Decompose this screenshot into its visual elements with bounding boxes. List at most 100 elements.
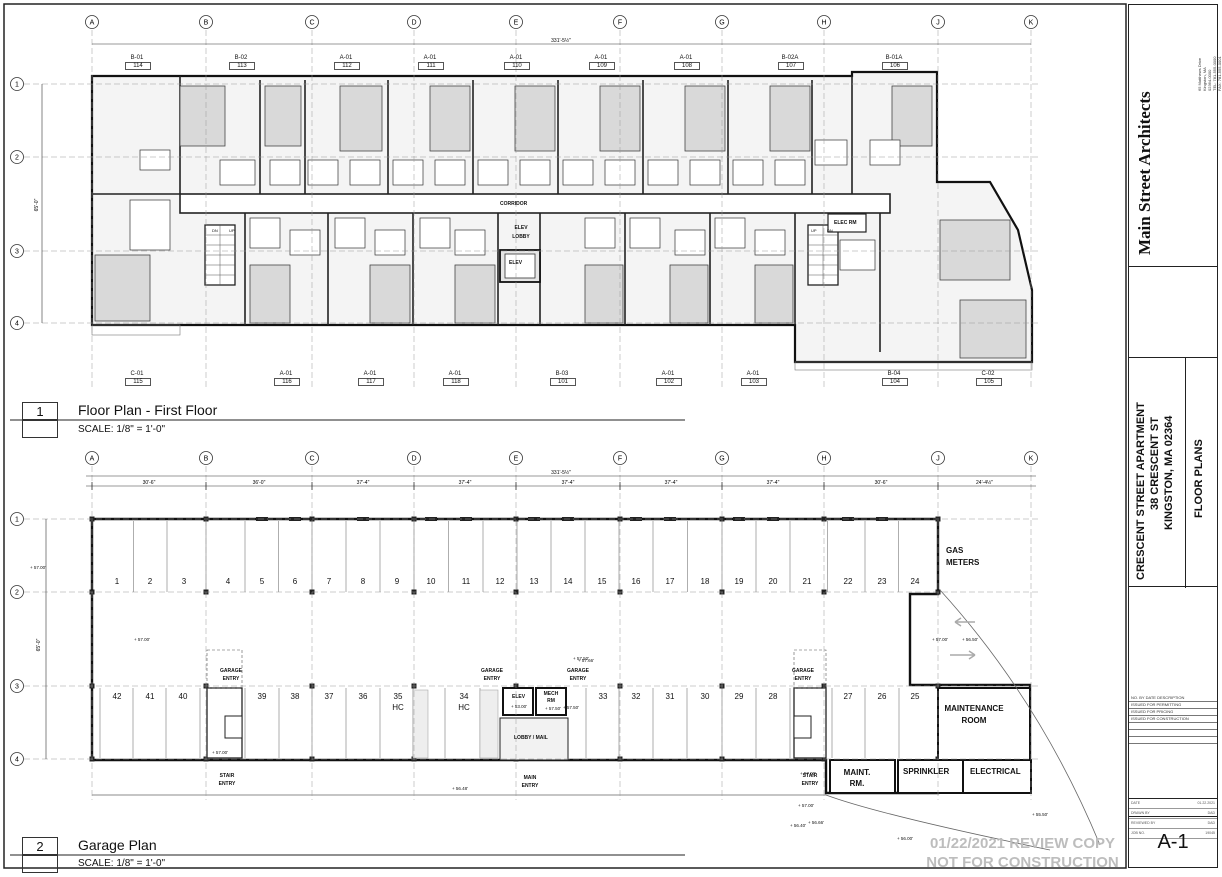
electrical-label: ELECTRICAL bbox=[970, 767, 1021, 776]
gp-grid-label-J: J bbox=[936, 456, 940, 463]
gp-grid-bubble-K bbox=[1024, 451, 1038, 465]
revision-header: NO. BY DATE DESCRIPTION bbox=[1129, 695, 1217, 702]
unit-type-top-6: A-01 bbox=[679, 55, 693, 61]
fp-overall-dim-text: 331'-5½" bbox=[551, 37, 571, 44]
info-row-3: JOB NO.19045 bbox=[1129, 829, 1217, 839]
stall-top-13: 13 bbox=[529, 577, 539, 586]
maintenance-room bbox=[937, 687, 1031, 761]
fp-stair-east bbox=[807, 224, 839, 286]
stall-bottom-31: 31 bbox=[665, 692, 675, 701]
stall-top-16: 16 bbox=[631, 577, 641, 586]
gp-grid-label-G: G bbox=[719, 456, 724, 463]
spot-elevation-1: + 57.00' bbox=[134, 637, 150, 642]
gp-grid-bubble-C bbox=[305, 451, 319, 465]
stall-bottom-29: 29 bbox=[734, 692, 744, 701]
unit-type-top-3: A-01 bbox=[423, 55, 437, 61]
garage-entry-west-label: GARAGE ENTRY bbox=[220, 668, 242, 682]
fp-row-bubble-1 bbox=[10, 77, 24, 91]
stall-top-1: 1 bbox=[114, 577, 120, 586]
fp-grid-bubble-G bbox=[715, 15, 729, 29]
garage-elev bbox=[502, 687, 534, 716]
garage-entry-east-dash bbox=[793, 649, 827, 689]
fp-row-label-2: 2 bbox=[15, 155, 19, 162]
stall-bottom-28: 28 bbox=[768, 692, 778, 701]
main-entry-label: MAIN ENTRY bbox=[521, 775, 539, 789]
unit-number-bottom-7: 104 bbox=[882, 378, 908, 386]
unit-type-top-1: B-02 bbox=[234, 55, 248, 61]
maint-rm-label: MAINT. RM. bbox=[843, 768, 871, 788]
spot-elevation-11: + 57.00' bbox=[800, 771, 816, 776]
fp-grid-label-B: B bbox=[204, 20, 209, 27]
stall-bottom-32: 32 bbox=[631, 692, 641, 701]
spot-elevation-10: + 56.48' bbox=[452, 786, 468, 791]
stall-bottom-30: 30 bbox=[700, 692, 710, 701]
stall-bottom-37: 37 bbox=[324, 692, 334, 701]
gp-grid-label-A: A bbox=[90, 456, 95, 463]
gp-grid-bubble-B bbox=[199, 451, 213, 465]
gp-title: Garage Plan bbox=[78, 837, 157, 853]
stair-up-west: UP bbox=[229, 228, 235, 233]
stall-top-3: 3 bbox=[181, 577, 187, 586]
fp-row-label-4: 4 bbox=[15, 321, 19, 328]
top-unit-walls bbox=[179, 76, 853, 194]
unit-type-bottom-5: A-01 bbox=[661, 371, 675, 377]
info-value-2: DAD bbox=[1207, 821, 1215, 825]
fp-grid-bubble-E bbox=[509, 15, 523, 29]
gp-grid-label-K: K bbox=[1029, 456, 1034, 463]
dimension-lines: 331'-5½"65'-0"331'-5½"30'-6"36'-0"37'-4"… bbox=[34, 37, 1036, 759]
fp-grid-bubble-D bbox=[407, 15, 421, 29]
fp-grid-label-F: F bbox=[618, 20, 622, 27]
stall-top-10: 10 bbox=[426, 577, 436, 586]
site-curb-2 bbox=[939, 589, 1101, 846]
stall-top-14: 14 bbox=[563, 577, 573, 586]
spot-elevation-12: + 56.00' bbox=[897, 836, 913, 841]
stall-top-17: 17 bbox=[665, 577, 675, 586]
stall-top-11: 11 bbox=[461, 577, 471, 586]
unit-number-top-4: 110 bbox=[504, 62, 530, 70]
unit-number-bottom-1: 116 bbox=[274, 378, 300, 386]
spot-elevation-15: + 56.66' bbox=[808, 820, 824, 825]
sprinkler-room bbox=[897, 759, 964, 794]
first-floor-plan bbox=[90, 70, 1034, 371]
unit-type-bottom-7: B-04 bbox=[887, 371, 901, 377]
tb-firm-section: Main Street Architects 65 Matthews Drive… bbox=[1129, 5, 1222, 267]
unit-type-bottom-0: C-01 bbox=[130, 371, 144, 377]
fp-row-bubble-2 bbox=[10, 150, 24, 164]
site-curb bbox=[92, 794, 1051, 851]
spot-elevation-13: + 55.50' bbox=[1032, 812, 1048, 817]
fp-view-number-box2 bbox=[22, 420, 58, 438]
unit-type-bottom-8: C-02 bbox=[981, 371, 995, 377]
gp-row-label-3: 3 bbox=[15, 684, 19, 691]
garage-entry-center2-label: GARAGE ENTRY bbox=[567, 668, 589, 682]
spot-elevation-6: + 53.00' bbox=[511, 704, 527, 709]
garage-mech-rm bbox=[535, 687, 567, 716]
stall-bottom-26: 26 bbox=[877, 692, 887, 701]
corridor bbox=[179, 193, 891, 214]
sheet-number: A-1 bbox=[1129, 816, 1217, 867]
stall-top-15: 15 bbox=[597, 577, 607, 586]
stall-bottom-39: 39 bbox=[257, 692, 267, 701]
garage-elev-label: ELEV bbox=[512, 694, 526, 700]
gp-view-number-box2 bbox=[22, 855, 58, 873]
info-value-1: DAD bbox=[1207, 811, 1215, 815]
gp-row-label-1: 1 bbox=[15, 517, 19, 524]
fp-grid-label-C: C bbox=[309, 20, 314, 27]
maintenance-room-label: MAINTENANCE ROOM bbox=[944, 704, 1004, 725]
spot-elevation-7: + 57.50' bbox=[545, 706, 561, 711]
fp-grid-label-H: H bbox=[821, 20, 826, 27]
fp-elec-room bbox=[827, 213, 867, 233]
unit-number-top-1: 113 bbox=[229, 62, 255, 70]
stall-bottom-25: 25 bbox=[910, 692, 920, 701]
gp-bay-dim-6: 37'-4" bbox=[767, 480, 780, 486]
stall-top-24: 24 bbox=[910, 577, 920, 586]
unit-number-top-6: 108 bbox=[674, 62, 700, 70]
gp-grid-bubble-H bbox=[817, 451, 831, 465]
gp-bay-dim-1: 36'-0" bbox=[253, 480, 266, 486]
info-label-1: DRAWN BY bbox=[1131, 811, 1150, 815]
fp-grid-bubble-K bbox=[1024, 15, 1038, 29]
gp-grid-label-E: E bbox=[514, 456, 519, 463]
review-stamp: 01/22/2021 REVIEW COPY NOT FOR CONSTRUCT… bbox=[920, 834, 1125, 872]
